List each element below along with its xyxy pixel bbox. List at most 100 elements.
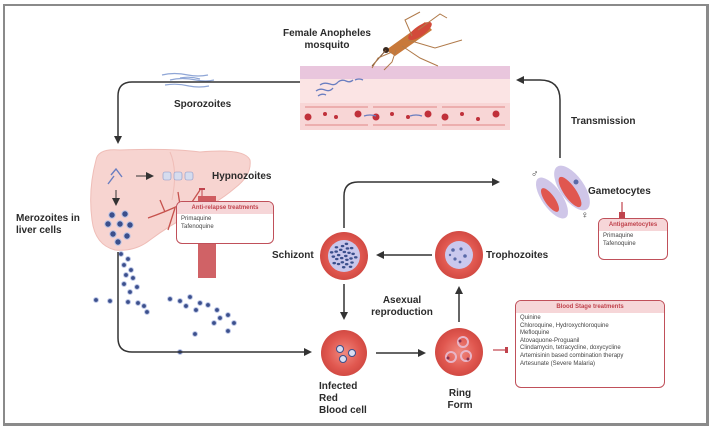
- merozoite-dot: [211, 320, 217, 326]
- treatment-item: Artemisinin based combination therapy: [520, 352, 624, 359]
- merozoite-dot: [128, 267, 134, 273]
- treatment-item: Chloroquine, Hydroxychloroquine: [520, 322, 609, 329]
- asexual-label-line2: reproduction: [371, 307, 433, 318]
- schizont-merozoite: [334, 250, 338, 253]
- schizont-merozoite: [350, 261, 354, 264]
- treatment-item: Tafenoquine: [181, 223, 214, 230]
- merozoite-dot: [121, 262, 127, 268]
- asexual-reproduction-label: Asexual reproduction: [362, 295, 442, 319]
- merozoite-dot: [193, 307, 199, 313]
- merozoite-dot: [217, 315, 223, 321]
- infected-rbc-label: Infected Red Blood cell: [319, 381, 367, 417]
- blood-stage-title: Blood Stage treatments: [516, 301, 664, 313]
- schizont-merozoite: [344, 263, 349, 266]
- schizont-merozoite: [340, 244, 345, 248]
- merozoite-dot: [192, 331, 198, 337]
- merozoites-label: Merozoites in liver cells: [16, 213, 80, 237]
- schizont-merozoite: [338, 248, 343, 252]
- trophozoite-cell: [435, 231, 483, 279]
- schizont-merozoite: [349, 246, 354, 250]
- schizont-merozoite: [342, 250, 347, 254]
- treatment-item: Tafenoquine: [603, 240, 636, 247]
- merozoite-dot: [225, 328, 231, 334]
- treatment-item: Primaquine: [181, 216, 212, 222]
- merozoite-dot: [214, 307, 220, 313]
- mosquito-label-line2: mosquito: [304, 40, 350, 51]
- schizont-merozoite: [334, 257, 339, 261]
- merozoite-dot: [205, 302, 211, 308]
- antigametocytes-treatment-box: Antigametocytes Primaquine Tafenoquine: [598, 218, 668, 260]
- inhibit-gametocytes: [619, 202, 625, 218]
- schizont-merozoite: [336, 262, 341, 266]
- merozoite-dot: [144, 309, 150, 315]
- antigametocytes-title: Antigametocytes: [599, 219, 667, 231]
- schizont-merozoite: [329, 251, 334, 254]
- merozoite-dot: [114, 238, 122, 246]
- sporozoites-label: Sporozoites: [174, 99, 232, 110]
- male-symbol-icon: ♂: [531, 169, 539, 180]
- schizont-merozoite: [331, 255, 336, 258]
- merozoite-dot: [125, 299, 131, 305]
- merozoite-dot: [187, 294, 193, 300]
- arrow-schizont-to-gametocytes: [343, 178, 500, 228]
- infected-rbc-label-line1: Infected: [319, 381, 358, 392]
- schizont-merozoite: [341, 266, 346, 269]
- treatment-item: Clindamycin, tetracycline, doxycycline: [520, 345, 621, 352]
- schizont-label: Schizont: [272, 250, 314, 261]
- treatment-item: Quinine: [520, 315, 541, 321]
- trophozoites-label: Trophozoites: [486, 250, 549, 261]
- ring-form-label: Ring Form: [440, 388, 480, 412]
- treatment-item: Mefloquine: [520, 330, 550, 337]
- infected-rbc-label-line3: Blood cell: [319, 405, 367, 416]
- merozoite-dot: [197, 300, 203, 306]
- schizont-merozoite: [340, 261, 345, 264]
- merozoite-dot: [130, 275, 136, 281]
- hypnozoites-icon: [162, 171, 194, 181]
- inhibit-blood-stage: [493, 347, 508, 353]
- merozoite-dot: [135, 300, 141, 306]
- merozoite-dot: [167, 296, 173, 302]
- merozoite-dot: [108, 211, 116, 219]
- merozoite-dot: [127, 289, 133, 295]
- skin-tissue: [300, 66, 510, 130]
- schizont-merozoite: [339, 256, 344, 260]
- merozoite-dot: [118, 251, 124, 257]
- free-merozoites: [93, 251, 237, 355]
- schizont-merozoite: [351, 252, 355, 256]
- infected-rbc-cell: [321, 330, 367, 376]
- merozoite-dot: [134, 284, 140, 290]
- merozoite-dot: [183, 303, 189, 309]
- schizont-merozoite: [353, 256, 358, 259]
- merozoite-dot: [121, 281, 127, 287]
- mosquito-label-line1: Female Anopheles: [283, 28, 371, 39]
- merozoite-dot: [107, 298, 113, 304]
- merozoites-label-line1: Merozoites in: [16, 213, 80, 224]
- arrow-liver-to-rbc: [117, 252, 312, 356]
- merozoite-dot: [116, 220, 124, 228]
- gametocytes-label: Gametocytes: [588, 186, 651, 197]
- merozoites-cluster: [104, 210, 134, 246]
- ring-form-cell: [435, 328, 483, 376]
- schizont-merozoite: [349, 257, 353, 260]
- merozoites-label-line2: liver cells: [16, 225, 62, 236]
- ring-form-label-line1: Ring: [448, 388, 472, 399]
- asexual-label-line1: Asexual: [382, 295, 422, 306]
- blood-cells-in-vessel: [304, 110, 500, 121]
- merozoite-dot: [104, 220, 112, 228]
- schizont-cell: [320, 232, 368, 280]
- transmission-label: Transmission: [571, 116, 636, 127]
- merozoite-dot: [121, 210, 129, 218]
- schizont-merozoite: [336, 253, 341, 257]
- merozoite-dot: [93, 297, 99, 303]
- merozoite-dot: [123, 272, 129, 278]
- sporozoites-in-skin: [315, 78, 423, 117]
- schizont-merozoite: [348, 265, 353, 269]
- merozoite-dot: [231, 320, 237, 326]
- merozoite-dot: [177, 298, 183, 304]
- mosquito-label: Female Anopheles mosquito: [272, 28, 382, 52]
- schizont-merozoite: [347, 251, 351, 254]
- merozoite-dot: [141, 303, 147, 309]
- antigametocytes-list: Primaquine Tafenoquine: [599, 231, 667, 251]
- gametocytes-icon: [535, 165, 590, 219]
